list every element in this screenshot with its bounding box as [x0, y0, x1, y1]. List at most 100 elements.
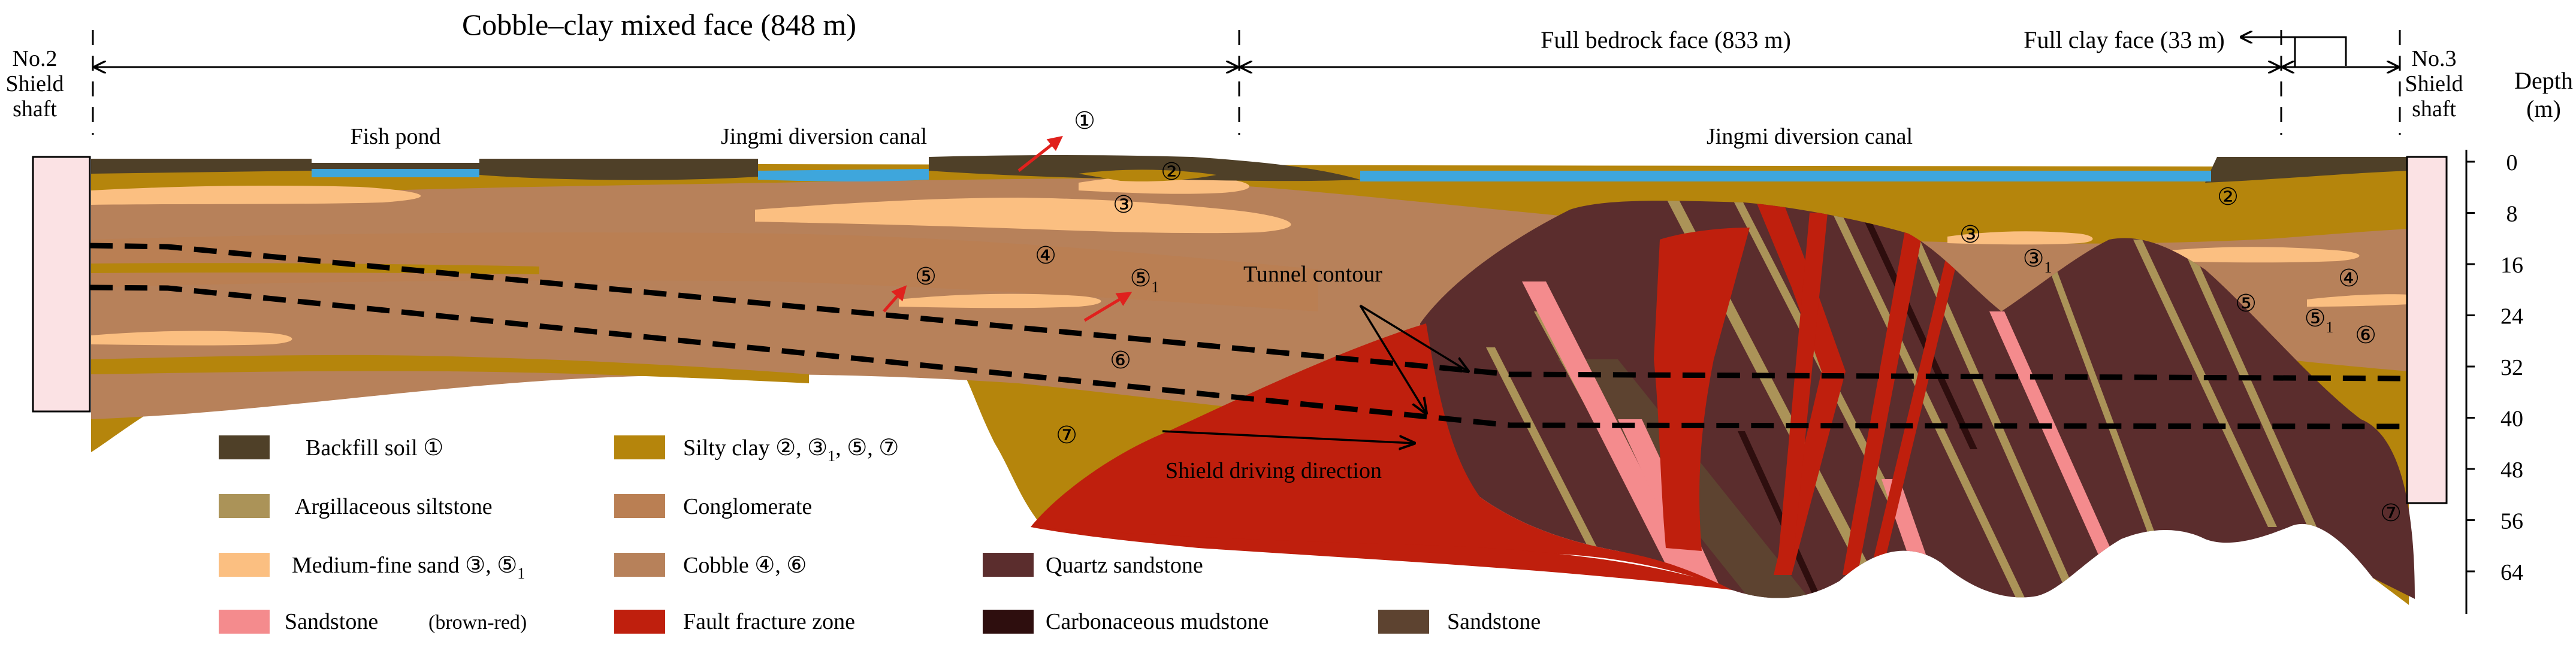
legend-swatch-sand	[219, 553, 270, 577]
sand-lens	[2307, 294, 2409, 307]
clay-face-label: Full clay face (33 m)	[2024, 26, 2224, 53]
bedrock-face-label: Full bedrock face (833 m)	[1541, 26, 1791, 53]
depth-tick-label: 16	[2500, 253, 2523, 278]
legend-label-sandstone: Sandstone	[1447, 609, 1541, 634]
sand-lens	[755, 198, 1291, 234]
shaft-right-line: Shield	[2405, 71, 2463, 96]
layer-label-6-right: ⑥	[2355, 322, 2376, 349]
fault-fracture-zone-lower	[1031, 527, 1732, 590]
shaft-labels: No.2 Shield shaft No.3 Shield shaft	[5, 46, 2463, 122]
canal-right-label: Jingmi diversion canal	[1707, 124, 1913, 149]
layer5-arrow	[883, 285, 907, 313]
legend-swatch-cobble	[614, 553, 665, 577]
depth-tick-label: 8	[2506, 202, 2518, 227]
silty-clay-band	[91, 263, 539, 274]
legend-label-cobble: Cobble ④, ⑥	[683, 553, 807, 578]
layer-number-labels: ① ② ③ ④ ⑤ ⑤1 ⑥ ⑦ ② ③ ③1 ④ ⑤ ⑤1 ⑥ ⑦	[915, 107, 2402, 526]
depth-tick-label: 32	[2500, 355, 2523, 380]
layer-label-2-right: ②	[2217, 183, 2239, 210]
bedrock-mass	[1420, 201, 2415, 599]
depth-tick-label: 48	[2500, 458, 2523, 483]
layer-label-3-1-right: ③1	[2023, 245, 2052, 276]
annotation-arrows	[883, 135, 1468, 443]
legend-swatch-conglomerate	[614, 494, 665, 518]
shaft-left-line: No.2	[13, 46, 58, 71]
sand-lens	[899, 293, 1101, 308]
layer-label-4-right: ④	[2338, 265, 2360, 292]
legend: Backfill soil ① Argillaceous siltstone M…	[219, 435, 1541, 634]
shaft-left-line: shaft	[13, 96, 57, 122]
header-texts: Cobble–clay mixed face (848 m) Full bedr…	[462, 8, 2225, 53]
depth-ticks: 0 8 16 24 32 40 48 56 64	[2466, 150, 2523, 585]
sand-lens	[1947, 231, 2093, 245]
legend-swatch-backfill	[219, 435, 270, 459]
layer-label-1: ①	[1074, 107, 1095, 134]
legend-label-sand: Medium-fine sand ③, ⑤1	[292, 553, 525, 582]
legend-swatch-argillaceous	[219, 494, 270, 518]
depth-axis-unit: (m)	[2526, 95, 2561, 122]
fault-fracture-zone	[1031, 323, 1732, 590]
fish-pond-label: Fish pond	[351, 124, 441, 149]
depth-tick-label: 24	[2500, 304, 2523, 329]
tunnel-contour-pointer	[1359, 305, 1426, 413]
depth-tick-label: 0	[2506, 150, 2518, 175]
layer-label-4: ④	[1035, 242, 1056, 269]
driving-direction-label: Shield driving direction	[1165, 458, 1382, 483]
legend-label-conglomerate: Conglomerate	[683, 494, 812, 519]
shield-driving-arrow	[1162, 430, 1414, 443]
tunnel-invert-line	[89, 284, 2403, 429]
layer-label-6: ⑥	[1110, 347, 1131, 374]
depth-tick-label: 56	[2500, 509, 2523, 534]
layer-label-7-right: ⑦	[2380, 499, 2402, 526]
conglomerate-patch	[91, 232, 1318, 311]
shield-shaft-right	[2406, 156, 2448, 504]
legend-label-argillaceous: Argillaceous siltstone	[295, 494, 493, 519]
layer-label-5-1: ⑤1	[1130, 265, 1159, 296]
legend-swatch-silty-clay	[614, 435, 665, 459]
layer5-1-arrow	[1083, 292, 1133, 322]
legend-label-silty-clay: Silty clay ②, ③1, ⑤, ⑦	[683, 435, 899, 465]
depth-axis: Depth (m) 0 8 16 24 32 40 48 56 64	[2465, 67, 2573, 614]
layer-label-5-right: ⑤	[2235, 290, 2257, 317]
sand-lens	[91, 186, 421, 205]
legend-label-backfill: Backfill soil ①	[306, 435, 443, 461]
depth-tick-label: 40	[2500, 407, 2523, 432]
layer-label-2: ②	[1161, 158, 1182, 185]
layer1-arrow	[1017, 135, 1063, 172]
sand-lens	[91, 331, 292, 346]
legend-label-quartz: Quartz sandstone	[1046, 553, 1203, 578]
tunnel-contour-label: Tunnel contour	[1243, 262, 1382, 287]
legend-swatch-sandstone	[1378, 610, 1429, 634]
shaft-right-line: shaft	[2412, 96, 2456, 122]
depth-axis-title: Depth	[2514, 67, 2573, 94]
legend-swatch-quartz	[983, 553, 1034, 577]
legend-swatch-carbonaceous	[983, 610, 1034, 634]
depth-tick-label: 64	[2500, 560, 2523, 585]
segment-dimension-lines	[92, 30, 2401, 135]
legend-label-carbonaceous: Carbonaceous mudstone	[1046, 609, 1269, 634]
tunnel-crown-line	[89, 243, 2403, 382]
tunnel-contour-lines	[89, 243, 2403, 429]
layer-label-7: ⑦	[1056, 422, 1077, 449]
legend-swatch-fault	[614, 610, 665, 634]
annotation-labels: Tunnel contour Shield driving direction	[1165, 262, 1382, 483]
shaft-left-line: Shield	[5, 71, 64, 96]
shaft-right-line: No.3	[2412, 46, 2457, 71]
layer-label-3-right: ③	[1959, 221, 1981, 248]
clay-layer-2-hump	[1079, 169, 1216, 181]
surface-labels: Fish pond Jingmi diversion canal Jingmi …	[351, 124, 1913, 149]
layer-label-3: ③	[1113, 191, 1134, 218]
dim-clay-leader	[2294, 36, 2347, 67]
layer-label-5: ⑤	[915, 263, 937, 290]
legend-swatch-sandstone-br	[219, 610, 270, 634]
bedrock-strata	[1486, 201, 2349, 599]
silty-clay-band	[91, 355, 809, 383]
shield-shaft-left	[32, 156, 91, 413]
water-surface	[312, 169, 2211, 182]
legend-label-sandstone-br: Sandstone	[285, 609, 378, 634]
fault-fracture-zone-steep	[1654, 228, 1750, 551]
sand-lens	[2157, 247, 2360, 263]
cobble-face-label: Cobble–clay mixed face (848 m)	[462, 8, 856, 41]
canal-left-label: Jingmi diversion canal	[721, 124, 927, 149]
